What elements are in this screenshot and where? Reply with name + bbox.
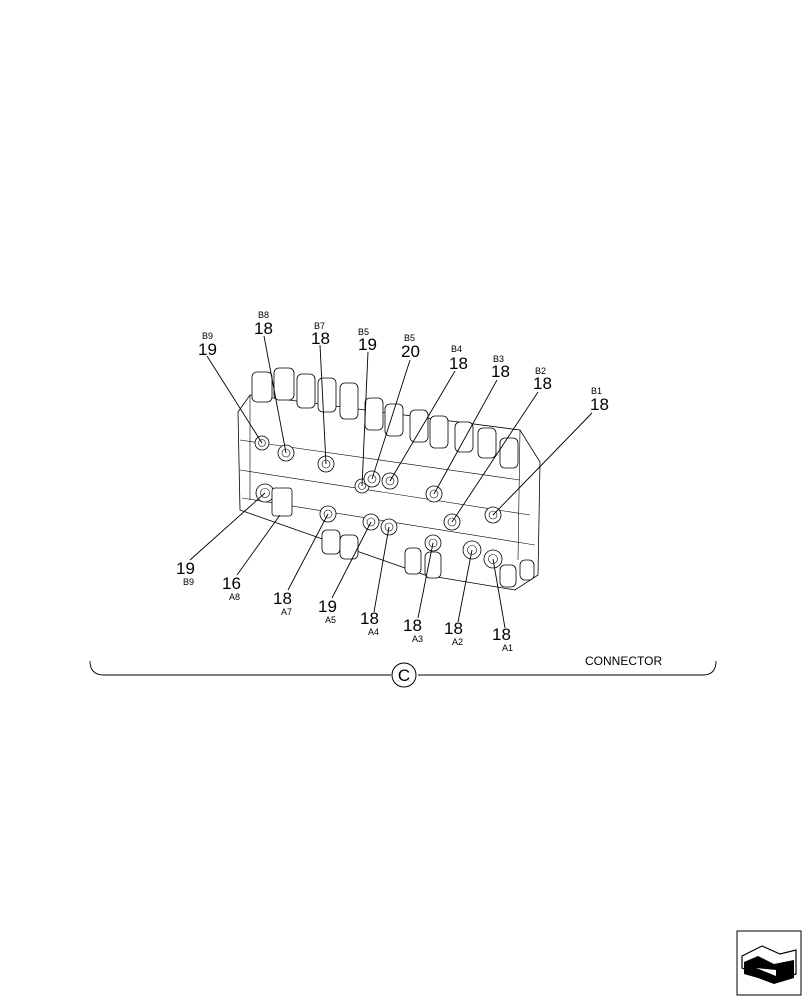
spool-caps-bottom — [321, 529, 535, 588]
svg-text:A5: A5 — [325, 615, 336, 625]
svg-text:B2: B2 — [535, 366, 546, 376]
svg-text:18: 18 — [449, 354, 468, 373]
section-letter: C — [398, 666, 410, 685]
svg-text:18: 18 — [491, 362, 510, 381]
section-title: CONNECTOR — [585, 654, 662, 668]
svg-text:18: 18 — [273, 589, 292, 608]
svg-text:B7: B7 — [314, 321, 325, 331]
callout-a7: 18 A7 — [273, 589, 292, 617]
callout-a3: 18 A3 — [403, 616, 423, 644]
callouts-upper: B9 19 B8 18 B7 18 B5 19 B5 20 B4 18 B3 1… — [198, 310, 609, 414]
callout-b3: B3 18 — [491, 354, 510, 381]
callout-b5-19: B5 19 — [358, 327, 377, 354]
section-marker-circle — [391, 662, 417, 688]
fittings-upper-row — [254, 435, 502, 524]
next-page-arrow-icon[interactable] — [736, 930, 802, 996]
svg-text:18: 18 — [360, 609, 379, 628]
section-bracket: C CONNECTOR — [89, 654, 717, 688]
svg-text:B5: B5 — [404, 333, 415, 343]
svg-text:19: 19 — [198, 340, 217, 359]
callout-b8: B8 18 — [254, 310, 273, 338]
callout-b9-upper: B9 19 — [198, 331, 217, 359]
svg-text:A4: A4 — [368, 627, 379, 637]
callouts-lower: 19 B9 16 A8 18 A7 19 A5 18 A4 18 A3 18 A… — [176, 559, 513, 653]
svg-text:19: 19 — [176, 559, 195, 578]
svg-text:B8: B8 — [258, 310, 269, 320]
svg-text:A3: A3 — [412, 634, 423, 644]
svg-text:B4: B4 — [451, 344, 462, 354]
svg-text:18: 18 — [403, 616, 422, 635]
svg-text:B1: B1 — [591, 386, 602, 396]
callout-a8: 16 A8 — [222, 574, 241, 602]
svg-text:A7: A7 — [281, 607, 292, 617]
callout-b5-20: B5 20 — [401, 333, 420, 361]
fittings-lower-row — [255, 483, 503, 569]
callout-b7: B7 18 — [311, 321, 330, 348]
svg-text:B9: B9 — [183, 577, 194, 587]
callout-a4: 18 A4 — [360, 609, 379, 637]
svg-text:20: 20 — [401, 342, 420, 361]
svg-text:18: 18 — [254, 319, 273, 338]
svg-text:A1: A1 — [502, 643, 513, 653]
callout-b2: B2 18 — [533, 366, 552, 393]
callout-b1: B1 18 — [590, 386, 609, 414]
svg-text:18: 18 — [444, 619, 463, 638]
svg-text:A2: A2 — [452, 637, 463, 647]
svg-text:B3: B3 — [493, 354, 504, 364]
svg-text:19: 19 — [358, 335, 377, 354]
svg-text:16: 16 — [222, 574, 241, 593]
svg-text:18: 18 — [590, 395, 609, 414]
callout-a2: 18 A2 — [444, 619, 463, 647]
callout-b4: B4 18 — [449, 344, 468, 373]
svg-text:18: 18 — [492, 625, 511, 644]
svg-text:B5: B5 — [358, 327, 369, 337]
svg-text:18: 18 — [311, 329, 330, 348]
callout-a1: 18 A1 — [492, 625, 513, 653]
control-valve-block — [237, 367, 541, 591]
svg-text:B9: B9 — [202, 331, 213, 341]
callout-b9-lower: 19 B9 — [176, 559, 195, 587]
svg-text:19: 19 — [318, 597, 337, 616]
svg-text:A8: A8 — [229, 592, 240, 602]
leader-lines — [189, 335, 593, 629]
callout-a5: 19 A5 — [318, 597, 337, 625]
svg-text:18: 18 — [533, 374, 552, 393]
